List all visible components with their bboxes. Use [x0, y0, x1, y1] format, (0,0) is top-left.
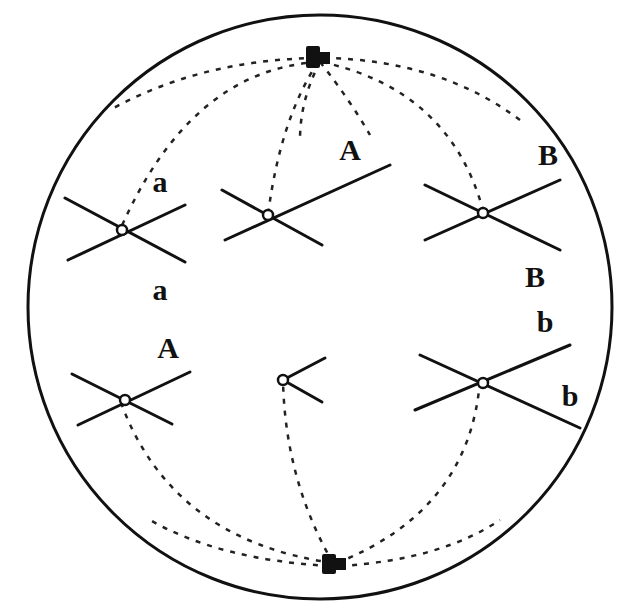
- centromere: [117, 208, 488, 405]
- allele-label: a: [153, 167, 168, 197]
- allele-label: b: [562, 381, 579, 411]
- cell-membrane: [28, 15, 612, 599]
- allele-label: A: [339, 135, 361, 165]
- allele-label: B: [538, 140, 558, 170]
- spindle-fiber: [110, 58, 520, 566]
- allele-label: B: [525, 262, 545, 292]
- allele-label: b: [537, 307, 554, 337]
- allele-label: a: [153, 275, 168, 305]
- chromosome: [65, 165, 580, 428]
- allele-label: A: [157, 333, 179, 363]
- centriole: [306, 46, 346, 574]
